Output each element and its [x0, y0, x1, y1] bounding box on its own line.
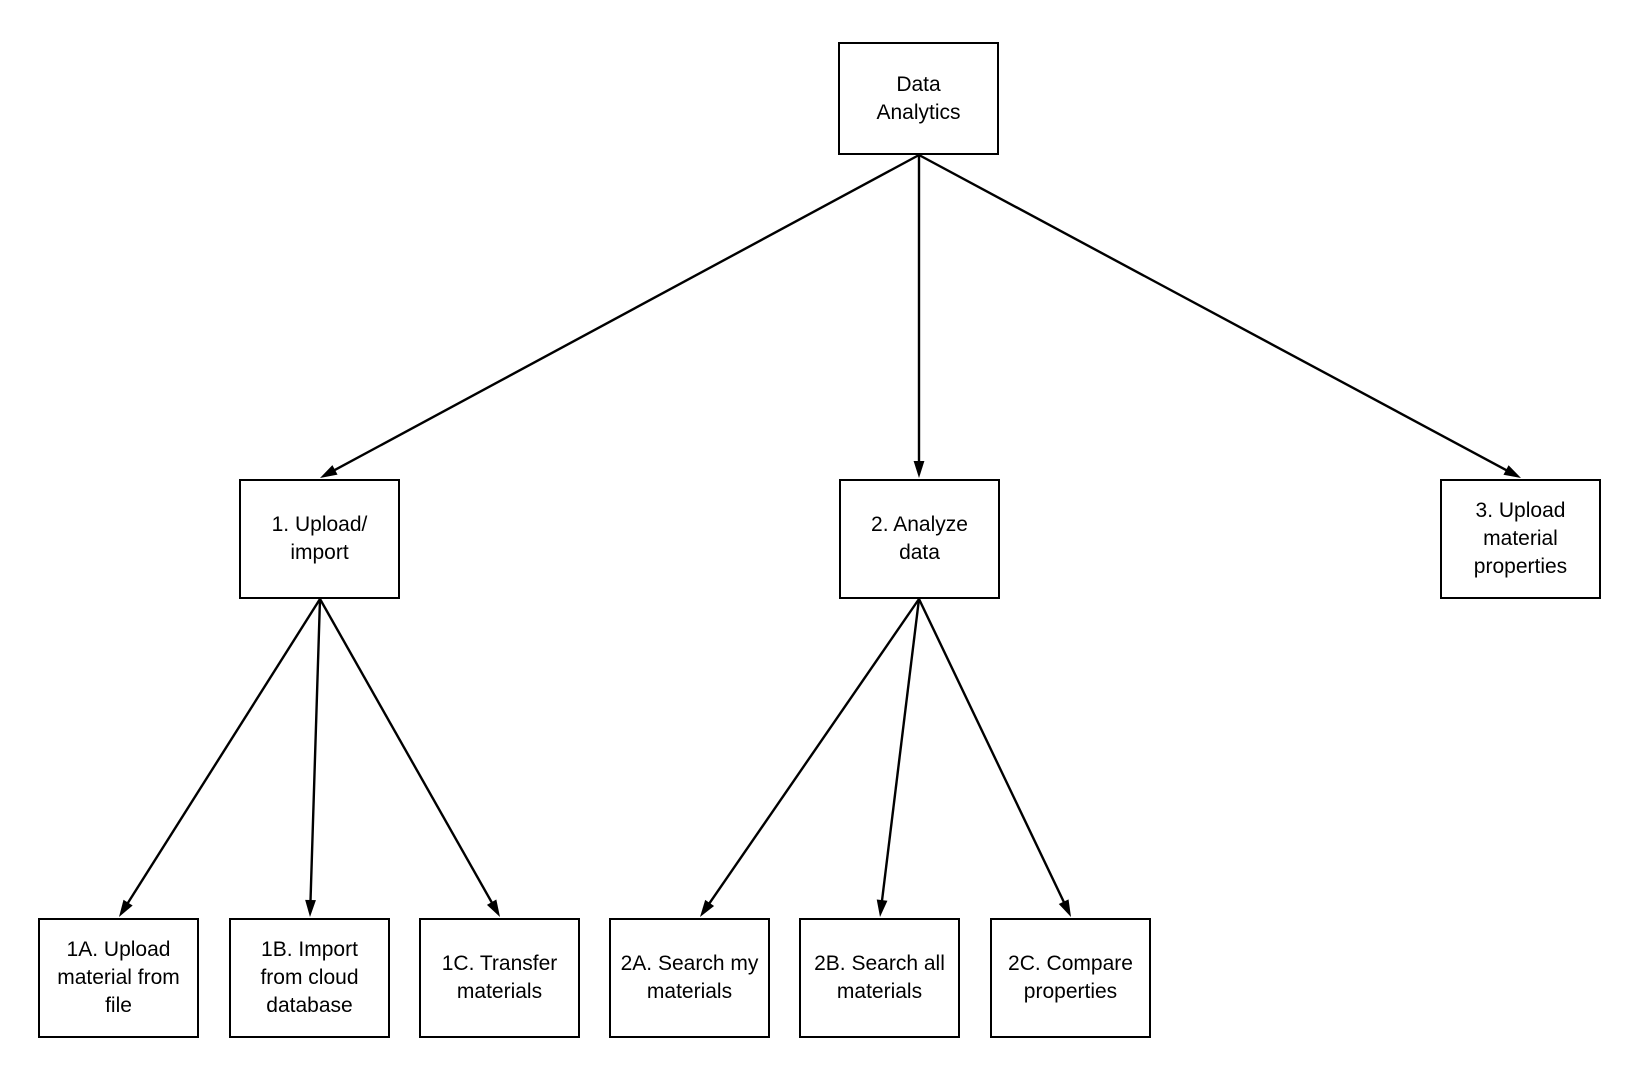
- node-label: 1C. Transfer materials: [441, 952, 558, 1003]
- edge-line: [880, 598, 921, 904]
- edge-line: [318, 598, 495, 906]
- node-label: 1A. Upload material from file: [57, 938, 180, 1017]
- node-import-from-cloud-database[interactable]: 1B. Import from cloud database: [229, 918, 390, 1038]
- edge-root-to-n1: [320, 153, 920, 478]
- node-label: Data Analytics: [876, 72, 961, 124]
- edge-arrowhead: [913, 461, 925, 478]
- edge-root-to-n2: [913, 155, 925, 478]
- node-search-my-materials[interactable]: 2A. Search my materials: [609, 918, 770, 1038]
- node-label: 3. Upload material properties: [1473, 499, 1568, 578]
- node-label: 2B. Search all materials: [814, 952, 945, 1003]
- edge-n1-to-n1b: [305, 598, 322, 917]
- node-analyze-data[interactable]: 2. Analyze data: [839, 479, 1000, 599]
- edge-line: [917, 598, 1067, 905]
- node-transfer-materials[interactable]: 1C. Transfer materials: [419, 918, 580, 1038]
- edge-line: [309, 598, 322, 904]
- node-label: 2. Analyze data: [871, 513, 968, 564]
- edge-root-to-n3: [918, 153, 1521, 478]
- edge-arrowhead: [1503, 465, 1521, 478]
- node-label: 1. Upload/ import: [271, 513, 368, 564]
- edge-n2-to-n2c: [917, 598, 1071, 917]
- node-compare-properties[interactable]: 2C. Compare properties: [990, 918, 1151, 1038]
- edge-n1-to-n1a: [119, 598, 322, 917]
- edge-line: [706, 598, 920, 907]
- node-upload-import[interactable]: 1. Upload/ import: [239, 479, 400, 599]
- edge-arrowhead: [305, 899, 316, 917]
- edge-line: [125, 598, 322, 906]
- node-upload-material-from-file[interactable]: 1A. Upload material from file: [38, 918, 199, 1038]
- edge-arrowhead: [486, 899, 500, 917]
- edge-arrowhead: [119, 899, 133, 917]
- node-label: 1B. Import from cloud database: [260, 938, 359, 1017]
- edge-n2-to-n2b: [876, 598, 921, 917]
- edge-arrowhead: [320, 465, 338, 478]
- edge-arrowhead: [876, 899, 888, 917]
- edge-n1-to-n1c: [318, 598, 500, 917]
- node-label: 2C. Compare properties: [1008, 952, 1133, 1003]
- edge-arrowhead: [700, 899, 715, 917]
- node-data-analytics[interactable]: Data Analytics: [838, 42, 999, 155]
- edge-arrowhead: [1058, 899, 1071, 917]
- edge-n2-to-n2a: [700, 598, 920, 917]
- node-search-all-materials[interactable]: 2B. Search all materials: [799, 918, 960, 1038]
- edge-line: [331, 153, 920, 473]
- node-upload-material-properties[interactable]: 3. Upload material properties: [1440, 479, 1601, 599]
- edge-line: [918, 153, 1510, 473]
- node-label: 2A. Search my materials: [620, 952, 759, 1003]
